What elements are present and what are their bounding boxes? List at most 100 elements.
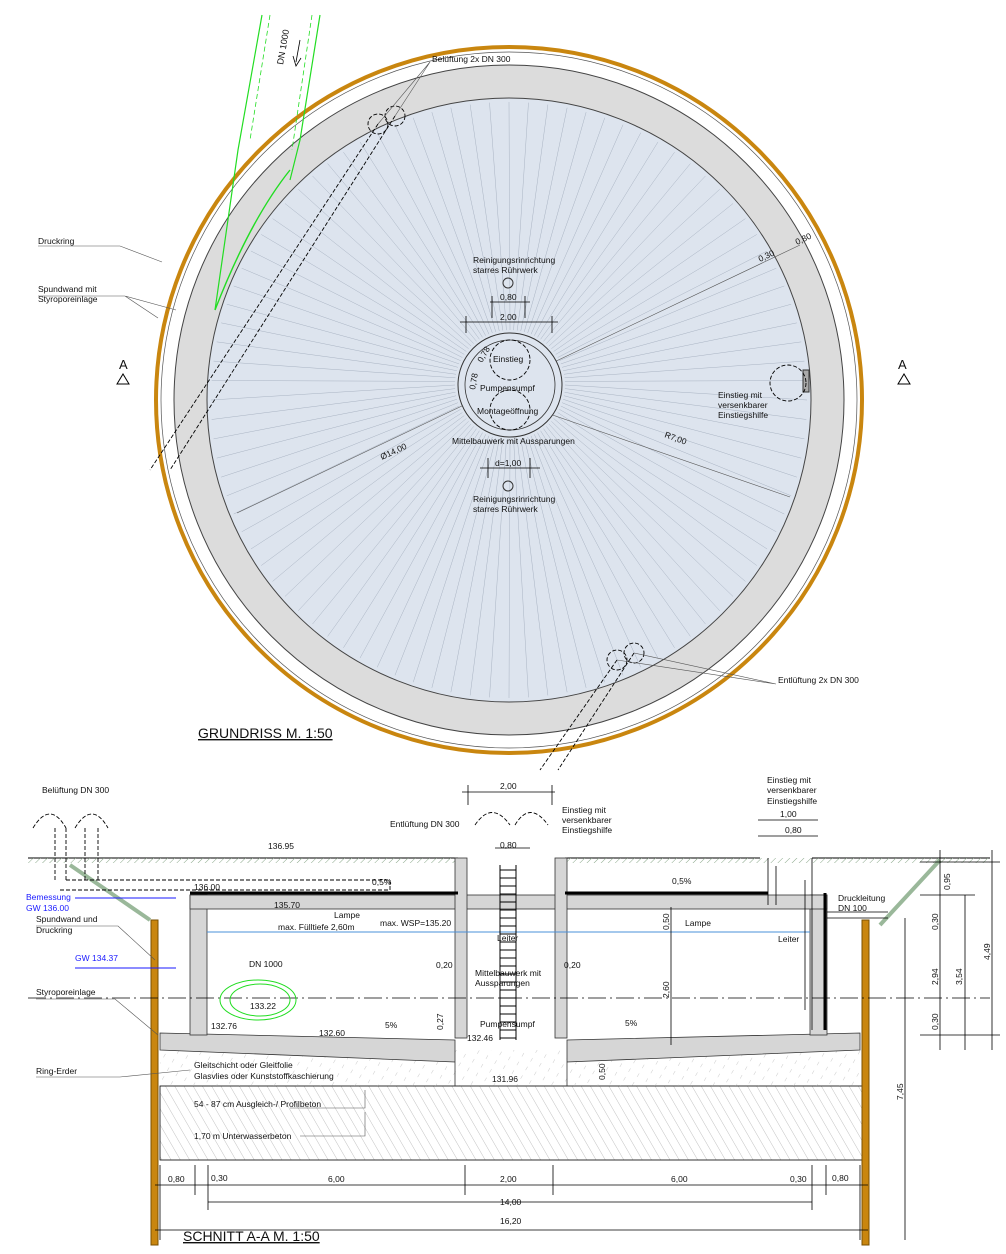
gleit-1: Gleitschicht oder Gleitfolie [194,1060,293,1070]
lampe-right: Lampe [685,918,711,928]
slope-line [516,439,549,696]
vdim-030a: 0,30 [930,913,940,930]
floor-slope-lines [210,101,808,699]
wsp-label: max. WSP=135.20 [380,918,451,928]
slope-line [226,303,458,368]
hdim-1: 0,30 [211,1173,228,1183]
slope-line [226,402,459,497]
slope-line [394,124,490,335]
slope-line [560,405,785,515]
dim-100: 1,00 [780,809,797,819]
slope-left: 5% [385,1020,398,1030]
slope-line [359,432,483,659]
slope-line [513,439,529,698]
dim-1400: 14,00 [500,1197,522,1207]
central-structure [457,332,563,438]
slope-line [211,380,456,382]
slope-line [563,322,797,372]
slope-line [564,384,808,401]
beluftung-vents [32,812,549,891]
dim-027: 0,27 [435,1013,445,1030]
beluftung-pipes [149,105,645,771]
slope-line [250,250,463,358]
slope-line [551,421,734,597]
ladder [499,865,517,1040]
rein-top-1: Reinigungsrinrichtung [473,255,555,265]
vdim-449: 4,49 [982,943,992,960]
slope-line [530,435,624,676]
slope-line [221,398,457,478]
einstieg-label: Einstieg [493,354,524,364]
inlet-pipe-dn1000 [214,14,321,311]
slope-line [540,430,675,648]
dim-020-left: 0,20 [436,960,453,970]
druckleitung-pipe [827,911,888,919]
entluftung-label: Entlüftung DN 300 [390,819,460,829]
pipe-label: DN 1000 [275,29,291,66]
slope-line [530,124,624,335]
vdim-095: 0,95 [942,873,952,890]
beluftung-label: Belüftung DN 300 [42,785,109,795]
spundwand-1: Spundwand und [36,914,98,924]
dim-center-200: 2,00 [500,312,517,322]
slope-line [431,438,497,688]
rein-bot-2: starres Rührwerk [473,504,538,514]
slope-line [561,402,792,497]
slope-line [376,434,486,668]
slope-line [562,303,792,368]
slope-line [489,102,507,331]
dim-260: 2,60 [661,981,671,998]
hdim-3: 2,00 [500,1174,517,1184]
level-13600: 136.00 [194,882,220,892]
slope-line [450,438,500,693]
slope-line [469,439,504,696]
dim-020-right: 0,20 [564,960,581,970]
slope-line [343,152,480,340]
slope-line [564,360,805,379]
rein-bot-1: Reinigungsrinrichtung [473,494,555,504]
slope-line [210,384,456,401]
einstieg-mid-1: Einstieg mit [562,805,607,815]
section-mark-right: A [898,357,907,372]
slope-line [555,234,757,355]
sheet-pile-left [150,919,159,1246]
slope-line [540,152,675,340]
dn1000-pipe [219,979,297,1021]
bemessung-2: GW 136.00 [26,903,69,913]
slope-line [557,250,768,358]
slope-line [241,409,461,533]
dim-078b: 0,78 [467,372,480,390]
entluftung-label: Entlüftung 2x DN 300 [778,675,859,685]
dim-top-200: 2,00 [500,781,517,791]
slope-line [563,395,802,459]
slope-line [359,141,483,338]
slope-line [508,439,511,699]
dn1000-label: DN 1000 [249,959,283,969]
slope-line [233,405,460,515]
slope-line [450,107,500,332]
mixer-top-icon [502,277,514,289]
level-13260: 132.60 [319,1028,345,1038]
vdim-294: 2,94 [930,968,940,985]
styropor-label: Styroporeinlage [36,987,96,997]
slope-line [513,102,529,331]
base-slab [159,1032,861,1087]
slope-line [546,175,706,344]
slope-line [221,322,457,372]
einstieg-right-1: Einstieg mit [767,775,812,785]
slope-line [555,415,757,566]
einstieg-right-1: Einstieg mit [718,390,763,400]
slope-line [564,380,807,382]
einstieg-mid-2: versenkbarer [562,815,612,825]
slope-line [553,218,746,352]
spundwand-2: Druckring [36,925,73,935]
dim-1620: 16,20 [500,1216,522,1226]
dim-center-080: 0,80 [500,292,517,302]
druckring-label: Druckring [38,236,75,246]
slope-line [261,234,465,355]
slope-line [298,189,472,347]
d100-label: d=1,00 [495,458,522,468]
slope-line [543,163,691,342]
pumpensumpf-label: Pumpensumpf [480,383,535,393]
